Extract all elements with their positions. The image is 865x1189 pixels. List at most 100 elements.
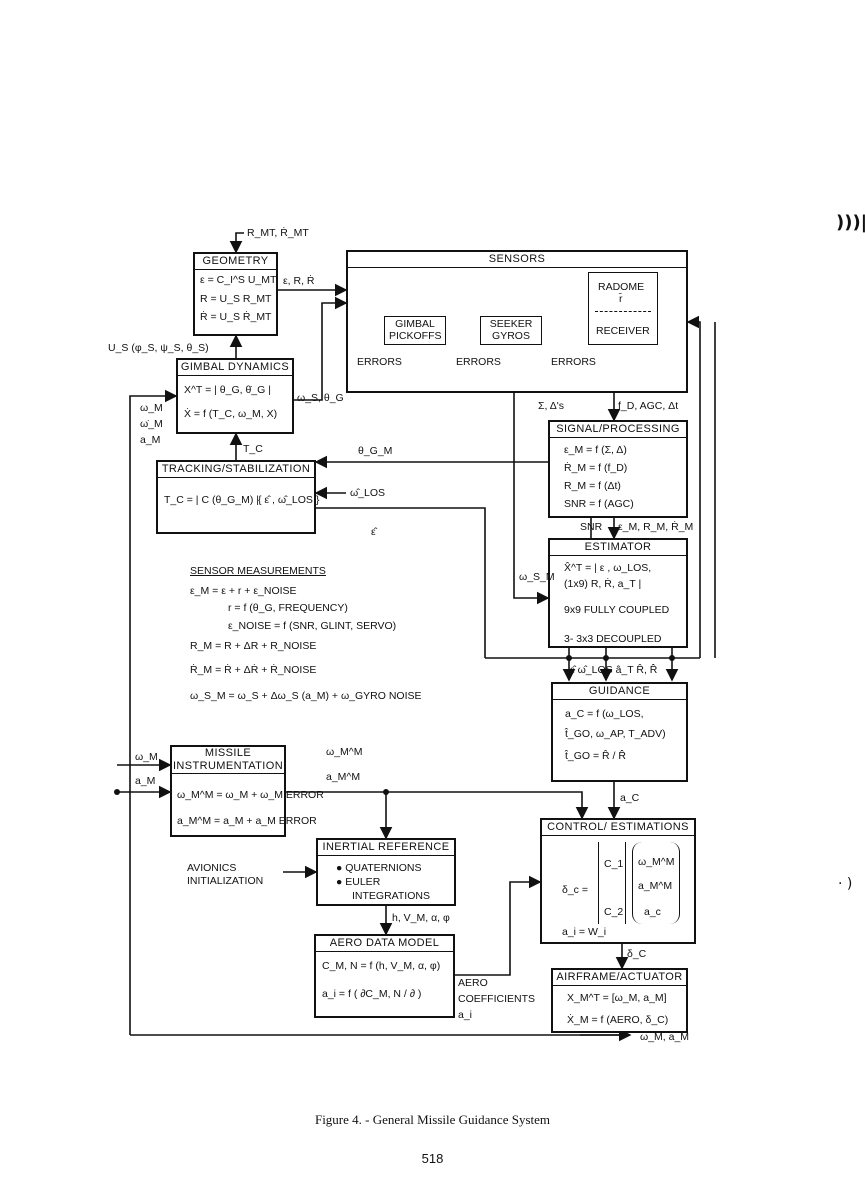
estimator-eq2: (1x9) R, Ṙ, a_T | [564, 578, 642, 590]
aero-title: AERO DATA MODEL [316, 936, 453, 952]
geometry-eq2: R = U_S R_MT [200, 293, 272, 305]
geometry-block: GEOMETRY ε = C_I^S U_MT R = U_S R_MT Ṙ =… [193, 252, 278, 336]
control-c2: C_2 [604, 906, 624, 918]
control-c1: C_1 [604, 858, 624, 870]
label-fd-agc: f_D, AGC, Δt [618, 400, 679, 412]
tracking-stabilization-block: TRACKING/STABILIZATION T_C = | C (θ_G_M)… [156, 460, 320, 534]
label-h-v-alpha: h, V_M, α, φ [392, 912, 450, 924]
sensor-meas-line: ω_S_M = ω_S + Δω_S (a_M) + ω_GYRO NOISE [190, 690, 422, 702]
radome-receiver-block: RADOME r̄ RECEIVER [588, 272, 658, 345]
geometry-eq3: Ṙ = U_S Ṙ_MT [200, 311, 272, 323]
label-avionics-2: INITIALIZATION [187, 875, 264, 887]
errors-label-1: ERRORS [357, 356, 402, 368]
label-eps-r-rdot: ε, R, Ṙ [283, 275, 315, 287]
control-ac: a_c [644, 906, 661, 918]
control-state-vector [632, 842, 680, 924]
label-wm-left-instr: ω_M [135, 751, 158, 763]
errors-label-3: ERRORS [551, 356, 596, 368]
sensor-measurements-title: SENSOR MEASUREMENTS [190, 565, 326, 577]
label-aero-coeff-1: AERO [458, 977, 488, 989]
receiver-label: RECEIVER [596, 325, 650, 337]
estimator-title: ESTIMATOR [550, 540, 686, 556]
scan-mark-bottom-right: · ) [838, 876, 853, 892]
label-omega-dot-m-left: ω̇_M [140, 418, 163, 430]
signal-eq4: SNR = f (AGC) [564, 498, 634, 510]
control-title: CONTROL/ ESTIMATIONS [542, 820, 694, 836]
tracking-eq1: T_C = | C (θ_G_M) | [164, 494, 260, 506]
aero-eq1: C_M, N = f (h, V_M, α, φ) [322, 960, 441, 972]
aero-eq2: a_i = f ( ∂C_M, N / ∂ ) [322, 988, 422, 1000]
gimbal-dynamics-title: GIMBAL DYNAMICS [178, 360, 292, 376]
signal-eq2: Ṙ_M = f (f_D) [564, 462, 628, 474]
missile-instrumentation-block: MISSILE INSTRUMENTATION ω_M^M = ω_M + ω_… [170, 745, 324, 837]
label-r-mt: R_MT, Ṙ_MT [247, 227, 309, 239]
airframe-title: AIRFRAME/ACTUATOR [553, 970, 686, 986]
sensors-title: SENSORS [348, 252, 686, 268]
signal-eq1: ε_M = f (Σ, Δ) [564, 444, 627, 456]
sensor-meas-line: R_M = R + ΔR + R_NOISE [190, 640, 317, 652]
missile-instrumentation-title: MISSILE INSTRUMENTATION [172, 747, 284, 774]
label-omega-s-theta-g: ω_S, θ_G [297, 392, 344, 404]
label-us-angles: U_S (φ_S, ψ_S, θ_S) [108, 342, 209, 354]
label-snr: SNR [580, 521, 603, 533]
signal-eq3: R_M = f (Δt) [564, 480, 621, 492]
signal-processing-block: SIGNAL/PROCESSING ε_M = f (Σ, Δ) Ṙ_M = f… [548, 420, 688, 518]
inertial-item2: ● EULER [336, 876, 381, 888]
page-number: 518 [421, 1151, 444, 1166]
sensor-meas-line: Ṙ_M = Ṙ + ΔṘ + Ṙ_NOISE [190, 664, 317, 676]
airframe-eq1: X_M^T = [ω_M, a_M] [567, 992, 667, 1004]
instr-eq1: ω_M^M = ω_M + ω_M ERROR [177, 789, 324, 801]
control-ai: a_i = W_i [562, 926, 607, 938]
estimator-eq3: 9x9 FULLY COUPLED [564, 604, 670, 616]
label-instr-out-1: ω_M^M [326, 746, 363, 758]
airframe-eq2: Ẋ_M = f (AERO, δ_C) [567, 1014, 669, 1026]
geometry-eq1: ε = C_I^S U_MT [200, 274, 277, 286]
errors-label-2: ERRORS [456, 356, 501, 368]
seeker-gyros-label: SEEKER GYROS [489, 318, 533, 342]
tracking-eq2: { ε̂ , ω̂_LOS } [258, 494, 320, 506]
control-gain-matrix [598, 842, 626, 924]
scan-mark-top-right: )))| [836, 212, 865, 233]
guidance-eq3: t̂_GO = R̂ / Ṙ̂ [565, 750, 626, 762]
control-estimations-block: CONTROL/ ESTIMATIONS δ_c = C_1 C_2 ω_M^M… [540, 818, 696, 944]
label-tc: T_C [243, 443, 263, 455]
label-est-outputs: ε̂ ω̂_LOS â_T R̂, Ṙ̂ [570, 664, 658, 676]
gimbal-dynamics-eq2: Ẋ = f (T_C, ω_M, X) [184, 408, 278, 420]
control-wm: ω_M^M [638, 856, 675, 868]
guidance-block: GUIDANCE a_C = f (ω_LOS, t̂_GO, ω_AP, T_… [551, 682, 688, 782]
signal-title: SIGNAL/PROCESSING [550, 422, 686, 438]
airframe-actuator-block: AIRFRAME/ACTUATOR X_M^T = [ω_M, a_M] Ẋ_M… [551, 968, 688, 1033]
radome-label: RADOME [598, 281, 645, 293]
instr-eq2: a_M^M = a_M + a_M ERROR [177, 815, 317, 827]
gimbal-dynamics-block: GIMBAL DYNAMICS X^T = | θ_G, θ̇_G | Ẋ = … [176, 358, 294, 434]
inertial-item1: ● QUATERNIONS [336, 862, 422, 874]
label-aero-coeff-3: a_i [458, 1009, 473, 1021]
inertial-title: INERTIAL REFERENCE [318, 840, 454, 856]
sensor-meas-line: r = f (θ_G, FREQUENCY) [228, 602, 348, 614]
aero-data-model-block: AERO DATA MODEL C_M, N = f (h, V_M, α, φ… [314, 934, 455, 1018]
guidance-eq1: a_C = f (ω_LOS, [565, 708, 644, 720]
label-omega-sm: ω_S_M [519, 571, 555, 583]
label-delta-c: δ_C [627, 948, 647, 960]
inertial-item3: INTEGRATIONS [352, 890, 430, 902]
label-omega-m-left: ω_M [140, 402, 163, 414]
estimator-eq1: X̂^T = | ε , ω_LOS, [564, 562, 652, 574]
gimbal-pickoffs-block: GIMBAL PICKOFFS [384, 316, 446, 345]
label-omega-los-hat: ω̂_LOS [350, 487, 386, 499]
label-eps-m-rm: ε_M, R_M, Ṙ_M [618, 521, 694, 533]
control-eq-delta: δ_c = [562, 884, 588, 896]
label-sigma-delta: Σ, Δ's [538, 400, 565, 412]
label-am-left-instr: a_M [135, 775, 156, 787]
guidance-eq2: t̂_GO, ω_AP, T_ADV) [565, 728, 666, 740]
control-am: a_M^M [638, 880, 673, 892]
tracking-title: TRACKING/STABILIZATION [158, 462, 314, 478]
label-final-out: ω_M, a_M [640, 1031, 690, 1043]
radome-sub: r̄ [619, 293, 623, 305]
figure-caption: Figure 4. - General Missile Guidance Sys… [314, 1112, 551, 1127]
sensor-meas-line: ε_M = ε + r + ε_NOISE [190, 585, 297, 597]
estimator-eq4: 3- 3x3 DECOUPLED [564, 633, 662, 645]
label-eps-hat: ε̂ [371, 526, 376, 538]
gimbal-dynamics-eq1: X^T = | θ_G, θ̇_G | [184, 384, 271, 396]
seeker-gyros-block: SEEKER GYROS [480, 316, 542, 345]
label-a-c: a_C [620, 792, 640, 804]
